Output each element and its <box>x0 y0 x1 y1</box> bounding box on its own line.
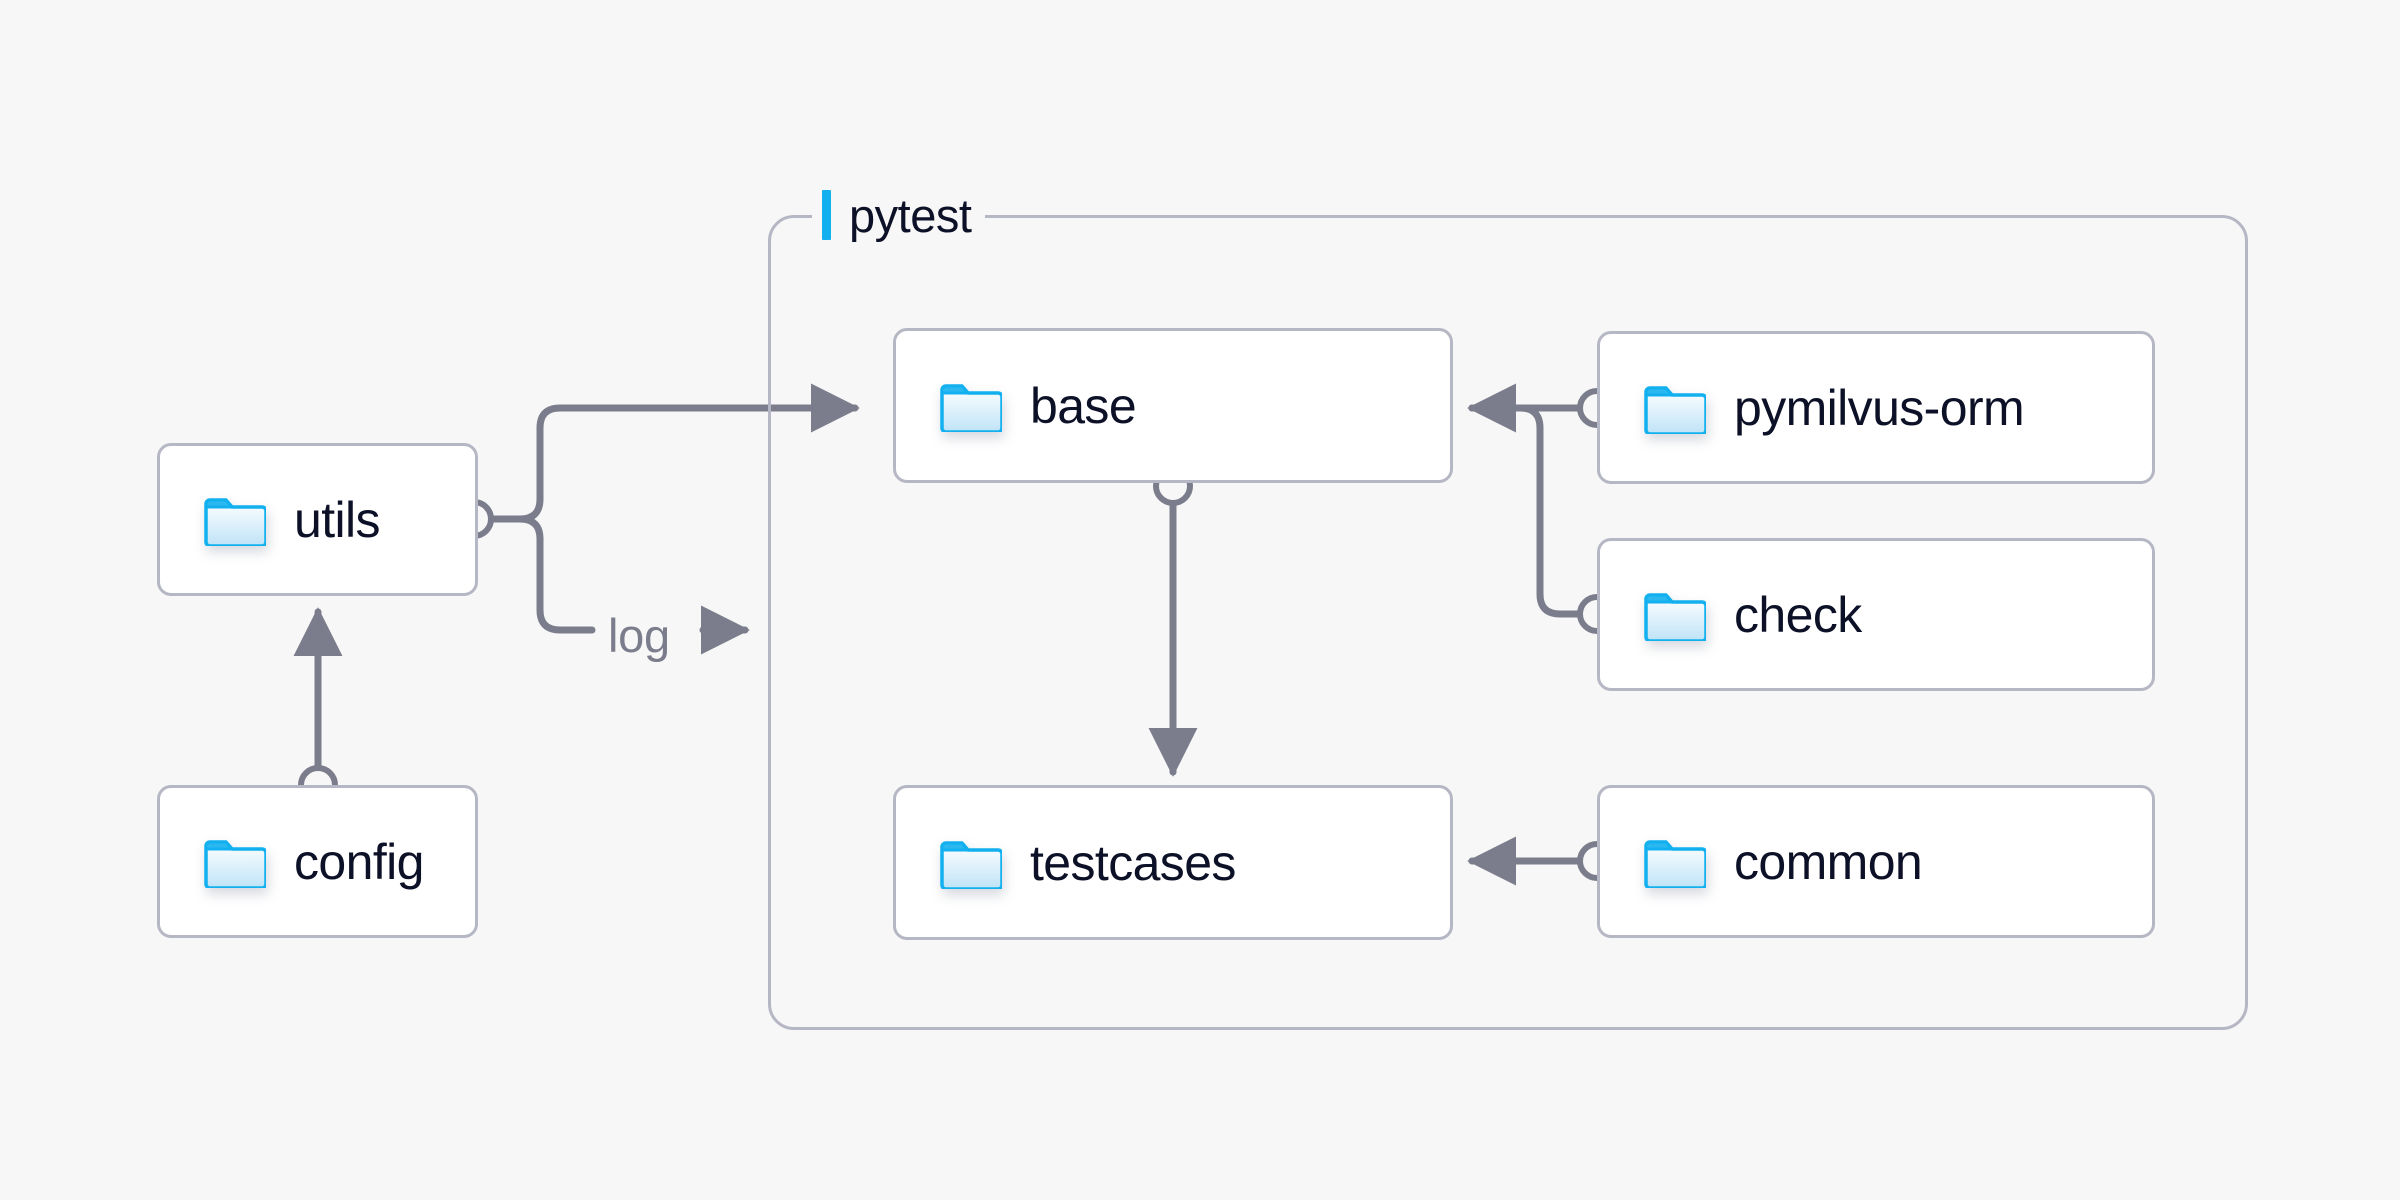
node-label: testcases <box>1030 834 1236 891</box>
folder-icon <box>204 494 268 548</box>
node-label: common <box>1734 833 1923 890</box>
node-pymilvus-orm[interactable]: pymilvus-orm <box>1597 331 2155 484</box>
edge-utils-to-log <box>483 515 596 634</box>
folder-icon <box>940 837 1004 891</box>
group-title: pytest <box>849 188 972 242</box>
folder-icon <box>1644 589 1708 643</box>
folder-icon <box>1644 382 1708 436</box>
group-pytest-label: pytest <box>812 182 986 248</box>
node-label: base <box>1030 377 1137 434</box>
node-label: utils <box>294 491 381 548</box>
folder-icon <box>940 380 1004 434</box>
node-check[interactable]: check <box>1597 538 2155 691</box>
edge-label-log: log <box>608 609 670 662</box>
group-pytest[interactable] <box>768 215 2248 1030</box>
node-label: pymilvus-orm <box>1734 379 2025 436</box>
node-common[interactable]: common <box>1597 785 2155 938</box>
accent-bar-icon <box>822 190 831 240</box>
folder-icon <box>1644 836 1708 890</box>
node-utils[interactable]: utils <box>157 443 478 596</box>
node-label: config <box>294 833 424 890</box>
node-base[interactable]: base <box>893 328 1453 483</box>
node-testcases[interactable]: testcases <box>893 785 1453 940</box>
node-label: check <box>1734 586 1862 643</box>
node-config[interactable]: config <box>157 785 478 938</box>
folder-icon <box>204 836 268 890</box>
